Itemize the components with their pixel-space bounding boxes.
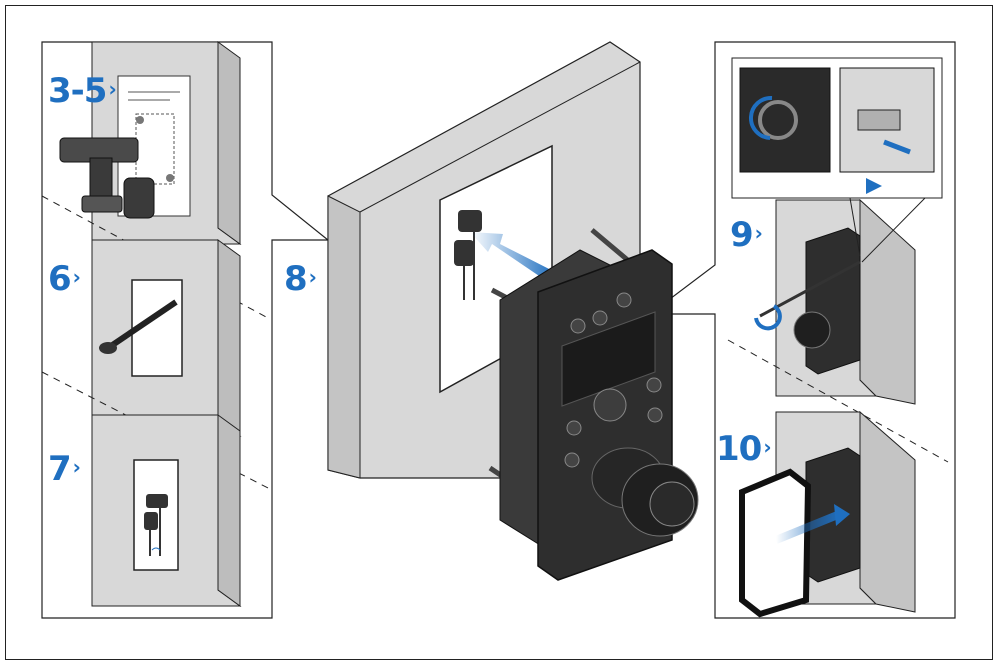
leader-line-1	[849, 197, 861, 257]
leader-line-2	[861, 197, 926, 263]
step-label-7: 7›	[48, 449, 81, 489]
step-label-9: 9›	[730, 215, 763, 255]
wall-cutout-saw	[91, 239, 242, 437]
wall-tighten-screws	[754, 198, 916, 405]
wall-template-drill	[59, 41, 242, 245]
control-unit	[488, 228, 699, 581]
wall-fit-bezel	[739, 410, 916, 618]
step-label-3-5: 3-5›	[48, 71, 117, 111]
step-label-6: 6›	[48, 259, 81, 299]
step-label-10: 10›	[716, 429, 772, 469]
step-label-8: 8›	[284, 259, 317, 299]
insert-arrow	[470, 232, 555, 282]
clamp-detail-insets	[731, 57, 943, 199]
divider-dashed-3	[727, 339, 949, 463]
wall-connectors	[91, 414, 242, 607]
